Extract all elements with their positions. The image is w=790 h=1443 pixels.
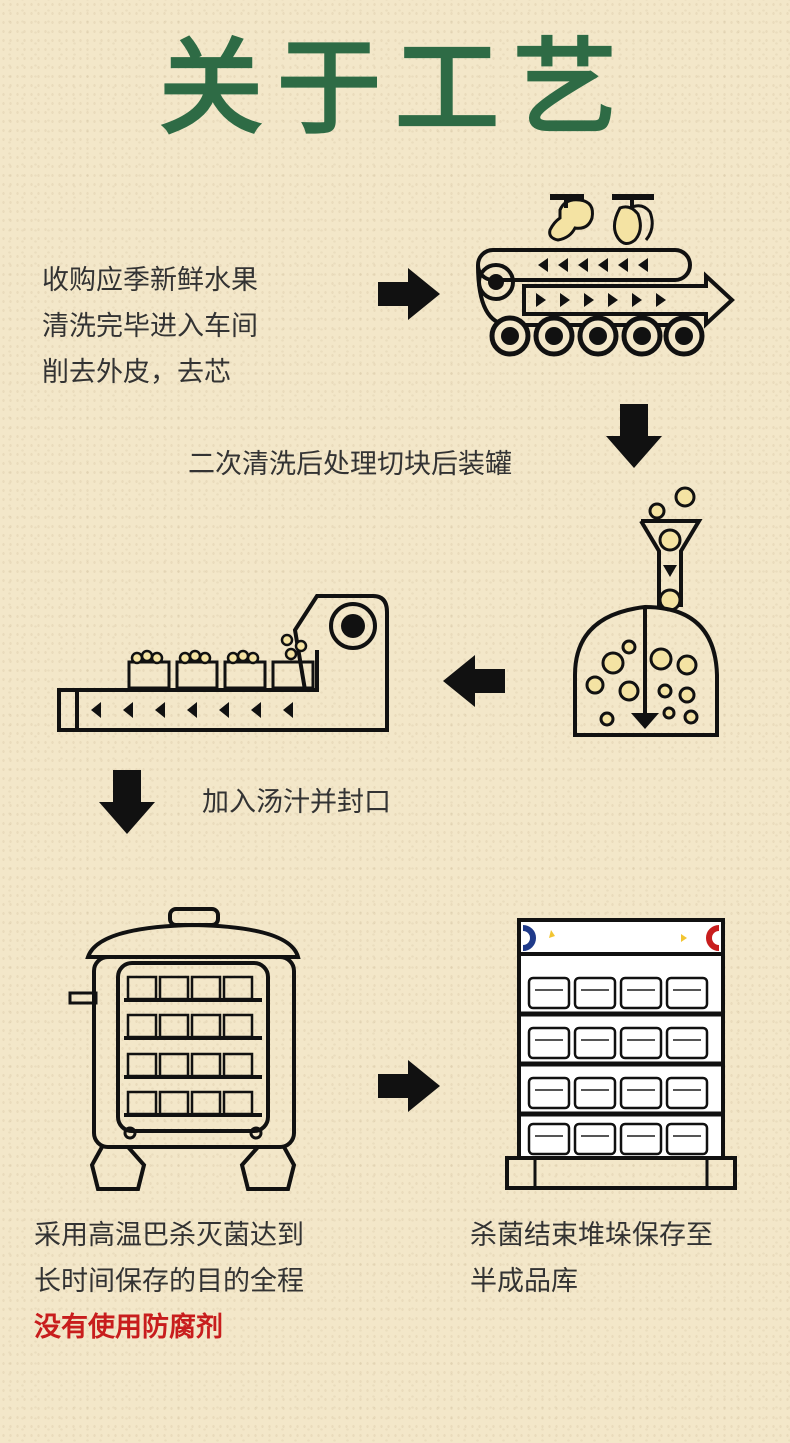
step4-line: 长时间保存的目的全程 (34, 1266, 304, 1297)
step3-text: 加入汤汁并封口 (202, 787, 391, 818)
step5-line: 杀菌结束堆垛保存至 (470, 1220, 713, 1251)
arrow-left-icon (443, 655, 505, 707)
arrow-right-icon (378, 268, 440, 320)
pear-icon (548, 194, 594, 242)
step5-text: 杀菌结束堆垛保存至 半成品库 (470, 1213, 770, 1305)
arrow-down-icon (606, 404, 662, 468)
arrow-right-icon (378, 1060, 440, 1112)
peeling-conveyor-illustration (476, 194, 735, 357)
step4-text: 采用高温巴杀灭菌达到 长时间保存的目的全程 没有使用防腐剂 (34, 1213, 374, 1351)
arrow-down-icon (99, 770, 155, 834)
step1-text: 收购应季新鲜水果 清洗完毕进入车间 削去外皮，去芯 (42, 258, 342, 396)
step1-line: 削去外皮，去芯 (42, 357, 231, 388)
sterilizer-illustration (68, 907, 301, 1191)
page-title: 关于工艺 (158, 27, 631, 149)
step5-line: 半成品库 (470, 1266, 578, 1297)
step1-line: 清洗完毕进入车间 (42, 311, 258, 342)
sealing-conveyor-illustration (57, 594, 389, 732)
warehouse-shelf-illustration (505, 918, 737, 1190)
step4-line: 采用高温巴杀灭菌达到 (34, 1220, 304, 1251)
peeled-fruit-icon (612, 194, 654, 245)
step1-line: 收购应季新鲜水果 (42, 265, 258, 296)
step2-text: 二次清洗后处理切块后装罐 (188, 449, 512, 480)
no-preservative-highlight: 没有使用防腐剂 (34, 1312, 223, 1343)
canning-hopper-illustration (573, 486, 719, 737)
